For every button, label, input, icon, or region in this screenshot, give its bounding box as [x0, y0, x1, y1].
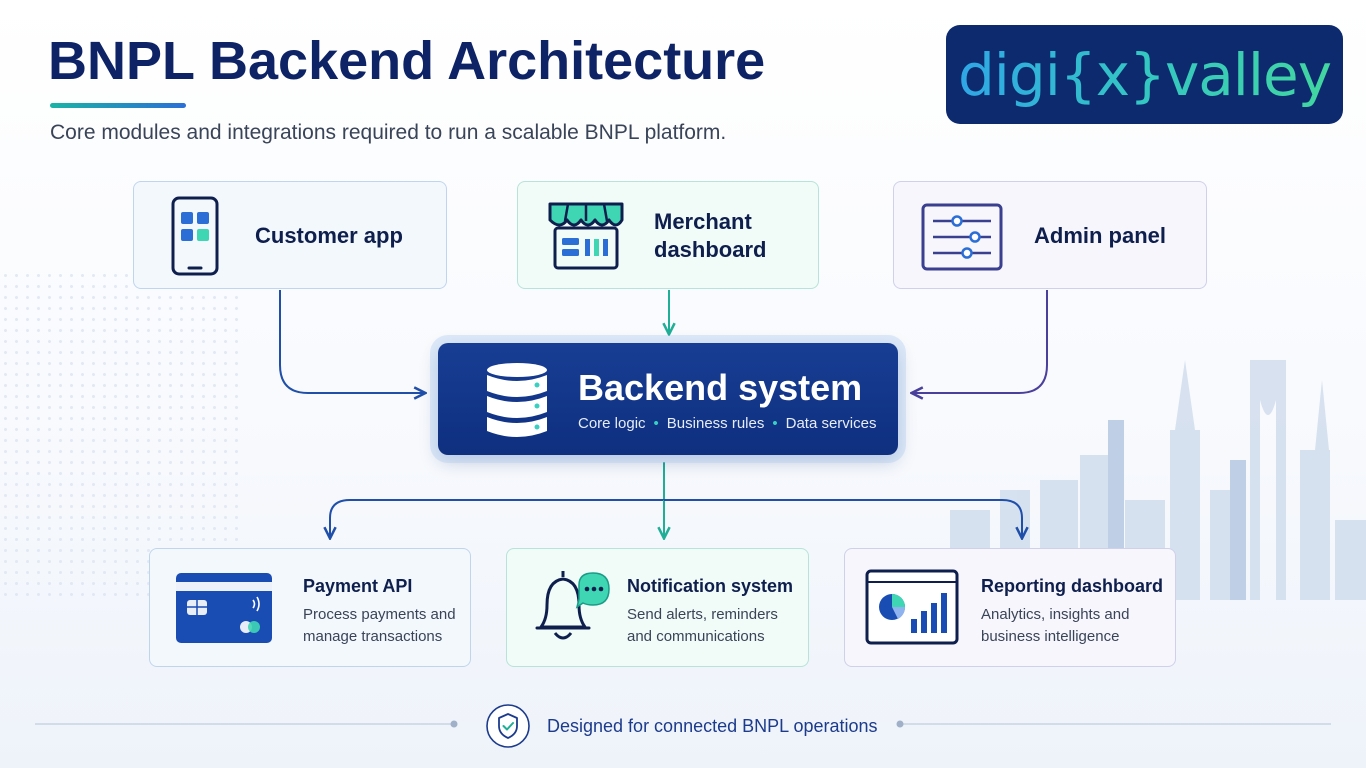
title-underline — [50, 103, 186, 108]
customer-app-label: Customer app — [255, 223, 403, 248]
backend-system-box: Backend system Core logic • Business rul… — [438, 343, 898, 455]
reporting-dashboard-card: Reporting dashboard Analytics, insights … — [844, 548, 1176, 667]
payment-api-title: Payment API — [303, 576, 413, 596]
brand-logo-text: digi{x}valley — [957, 40, 1332, 109]
merchant-dashboard-label: Merchant dashboard — [654, 209, 767, 262]
dot-pattern — [0, 270, 240, 600]
bullet-separator: • — [653, 415, 659, 432]
customer-app-card: Customer app — [133, 181, 447, 289]
report-chart-icon — [865, 569, 959, 645]
payment-api-description: Process payments and manage transactions — [303, 606, 456, 645]
sliders-icon — [921, 203, 1003, 271]
notification-system-title: Notification system — [627, 576, 794, 596]
notification-system-card: Notification system Send alerts, reminde… — [506, 548, 809, 667]
connector-backend-to-payment — [330, 499, 664, 537]
notification-system-description: Send alerts, reminders and communication… — [627, 606, 778, 645]
bell-icon — [535, 571, 610, 640]
shield-check-icon — [486, 704, 530, 748]
admin-panel-card: Admin panel — [893, 181, 1207, 289]
merchant-dashboard-card: Merchant dashboard — [517, 181, 819, 289]
reporting-dashboard-description: Analytics, insights and business intelli… — [981, 606, 1130, 645]
bullet-separator: • — [772, 415, 778, 432]
footer-caption: Designed for connected BNPL operations — [547, 716, 878, 736]
connector-admin-to-backend — [913, 290, 1048, 393]
admin-panel-label: Admin panel — [1034, 223, 1167, 248]
backend-tag: Business rules — [666, 415, 765, 432]
connector-backend-to-reporting — [664, 499, 1022, 537]
database-icon — [487, 363, 547, 437]
backend-tag: Data services — [785, 415, 877, 432]
payment-api-card: Payment API Process payments and manage … — [149, 548, 471, 667]
page-title: BNPL Backend Architecture — [48, 31, 766, 91]
backend-tags: Core logic • Business rules • Data servi… — [578, 415, 876, 432]
page-subtitle: Core modules and integrations required t… — [50, 121, 727, 144]
connector-customer-to-backend — [279, 290, 424, 393]
backend-title: Backend system — [578, 367, 863, 408]
reporting-dashboard-title: Reporting dashboard — [981, 576, 1164, 596]
brand-logo: digi{x}valley — [946, 25, 1343, 124]
backend-tag: Core logic — [578, 415, 646, 432]
storefront-icon — [548, 202, 624, 270]
credit-card-icon — [176, 573, 272, 643]
smartphone-icon — [171, 196, 219, 276]
